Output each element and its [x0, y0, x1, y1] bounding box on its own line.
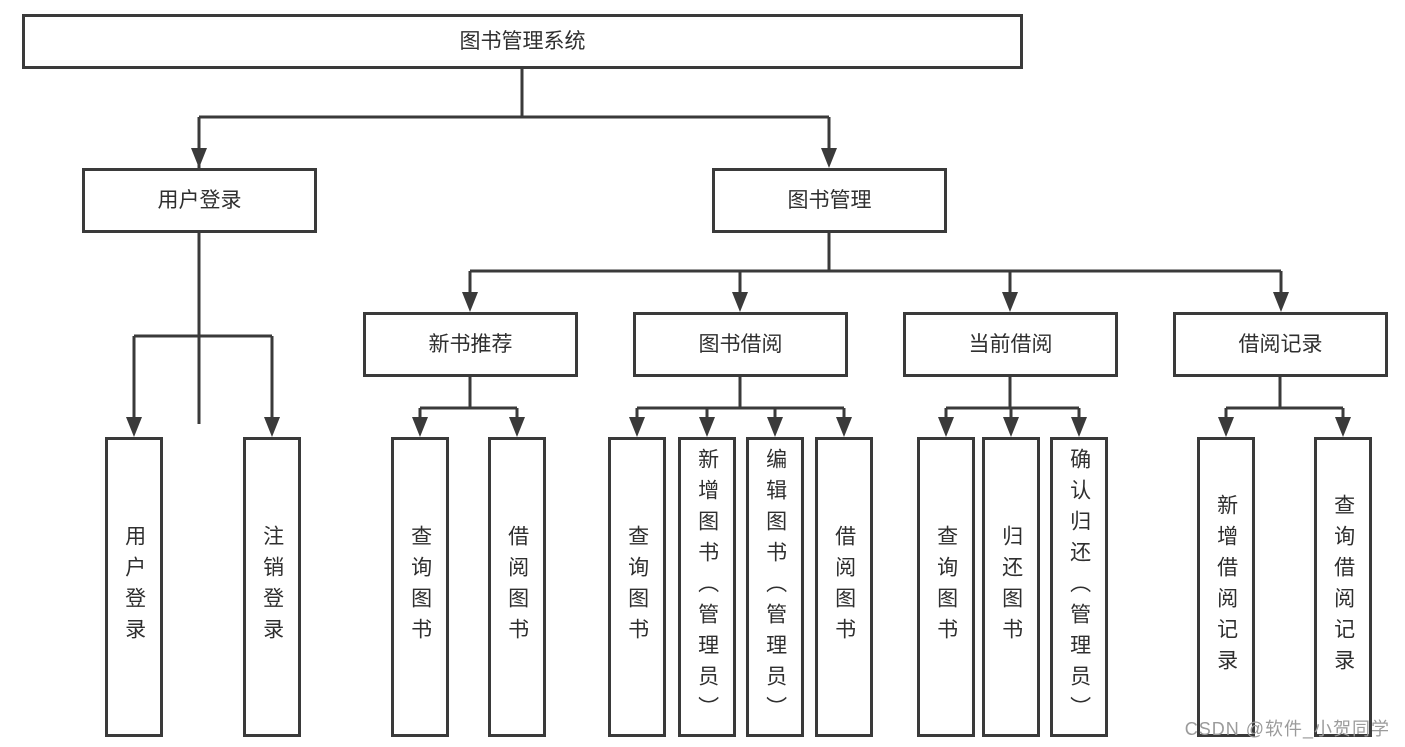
connector-root-to-level1 — [191, 69, 837, 424]
leaf-query-books-recommend: 查询图书 — [391, 437, 449, 737]
leaf-query-books-current: 查询图书 — [917, 437, 975, 737]
arrow-down-icon — [732, 292, 748, 312]
connector-bookborrow-to-leaves — [629, 377, 852, 437]
node-label: 用户登录 — [122, 525, 146, 649]
node-label: 新增借阅记录 — [1214, 494, 1238, 680]
leaf-query-books-borrow: 查询图书 — [608, 437, 666, 737]
node-label: 当前借阅 — [968, 332, 1053, 356]
arrow-down-icon — [836, 417, 852, 437]
node-label: 编辑图书（管理员） — [763, 447, 787, 727]
arrow-down-icon — [1335, 417, 1351, 437]
connector-newbook-to-leaves — [412, 377, 525, 437]
node-label: 查询图书 — [625, 525, 649, 649]
arrow-down-icon — [1218, 417, 1234, 437]
leaf-add-borrow-record: 新增借阅记录 — [1197, 437, 1255, 737]
node-label: 图书管理系统 — [459, 29, 586, 53]
node-library-management-system: 图书管理系统 — [22, 14, 1023, 69]
arrow-down-icon — [462, 292, 478, 312]
node-label: 用户登录 — [157, 188, 242, 212]
node-label: 借阅记录 — [1238, 332, 1323, 356]
arrow-down-icon — [509, 417, 525, 437]
node-label: 查询借阅记录 — [1331, 494, 1355, 680]
arrow-down-icon — [191, 148, 207, 168]
arrow-down-icon — [821, 148, 837, 168]
node-label: 新书推荐 — [428, 332, 513, 356]
leaf-logout: 注销登录 — [243, 437, 301, 737]
arrow-down-icon — [412, 417, 428, 437]
leaf-add-books-admin: 新增图书（管理员） — [678, 437, 736, 737]
connector-userlogin-to-leaves — [126, 233, 280, 437]
node-current-borrowing: 当前借阅 — [903, 312, 1118, 377]
arrow-down-icon — [699, 417, 715, 437]
node-label: 图书管理 — [787, 188, 872, 212]
leaf-confirm-return-admin: 确认归还（管理员） — [1050, 437, 1108, 737]
node-label: 新增图书（管理员） — [695, 447, 719, 727]
arrow-down-icon — [1003, 417, 1019, 437]
connector-borrowrecord-to-leaves — [1218, 377, 1351, 437]
csdn-watermark: CSDN @软件_小贺同学 — [1184, 719, 1390, 739]
connector-currentborrow-to-leaves — [938, 377, 1087, 437]
arrow-down-icon — [264, 417, 280, 437]
leaf-borrow-books-recommend: 借阅图书 — [488, 437, 546, 737]
leaf-borrow-books: 借阅图书 — [815, 437, 873, 737]
connector-bookmgmt-to-level2 — [462, 233, 1289, 312]
node-label: 归还图书 — [999, 525, 1023, 649]
arrow-down-icon — [1273, 292, 1289, 312]
arrow-down-icon — [938, 417, 954, 437]
arrow-down-icon — [126, 417, 142, 437]
node-label: 借阅图书 — [505, 525, 529, 649]
node-label: 借阅图书 — [832, 525, 856, 649]
arrow-down-icon — [767, 417, 783, 437]
arrow-down-icon — [1002, 292, 1018, 312]
leaf-edit-books-admin: 编辑图书（管理员） — [746, 437, 804, 737]
leaf-user-login: 用户登录 — [105, 437, 163, 737]
node-book-management: 图书管理 — [712, 168, 947, 233]
node-label: 注销登录 — [260, 525, 284, 649]
node-book-borrowing: 图书借阅 — [633, 312, 848, 377]
node-user-login: 用户登录 — [82, 168, 317, 233]
node-label: 图书借阅 — [698, 332, 783, 356]
node-label: 查询图书 — [408, 525, 432, 649]
arrow-down-icon — [1071, 417, 1087, 437]
arrow-down-icon — [629, 417, 645, 437]
node-borrowing-records: 借阅记录 — [1173, 312, 1388, 377]
leaf-return-books: 归还图书 — [982, 437, 1040, 737]
node-label: 确认归还（管理员） — [1067, 447, 1091, 727]
node-new-book-recommendation: 新书推荐 — [363, 312, 578, 377]
leaf-query-borrow-record: 查询借阅记录 — [1314, 437, 1372, 737]
node-label: 查询图书 — [934, 525, 958, 649]
